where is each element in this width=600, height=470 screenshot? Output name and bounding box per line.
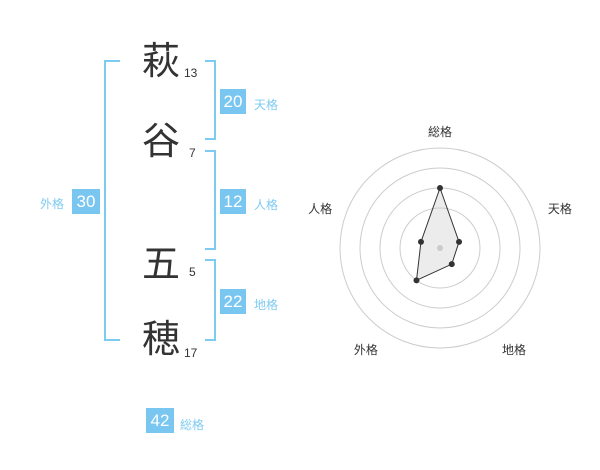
- name-char-4: 穂: [142, 317, 181, 361]
- stroke-count-3: 5: [189, 265, 196, 279]
- chikaku-bracket: [205, 259, 216, 341]
- name-char-2: 谷: [142, 119, 181, 163]
- radar-axis-label-2: 天格: [548, 201, 572, 216]
- radar-ring: [399, 207, 481, 289]
- tenkaku-badge: 20: [220, 89, 246, 114]
- radar-axis-label-3: 地格: [502, 342, 526, 357]
- tenkaku-label: 天格: [254, 98, 279, 112]
- radar-point-5: [417, 238, 424, 245]
- radar-point-4: [413, 277, 420, 284]
- jinkaku-badge: 12: [220, 189, 246, 214]
- radar-axis-label-1: 総格: [428, 124, 452, 139]
- radar-point-3: [448, 261, 455, 268]
- radar-ring: [359, 167, 521, 329]
- chikaku-badge: 22: [220, 289, 246, 314]
- gaikaku-label: 外格: [40, 197, 65, 211]
- gaikaku-bracket: [104, 60, 120, 341]
- radar-axis-label-4: 外格: [354, 342, 378, 357]
- chikaku-label: 地格: [254, 298, 279, 312]
- name-char-1: 萩: [142, 39, 181, 83]
- radar-point-1: [437, 185, 443, 191]
- radar-axis-label-5: 人格: [308, 201, 332, 216]
- stroke-count-2: 7: [189, 146, 196, 160]
- radar-center: [437, 245, 443, 251]
- radar-ring: [339, 147, 541, 349]
- stroke-count-4: 17: [184, 346, 198, 360]
- soukaku-badge: 42: [146, 408, 174, 433]
- jinkaku-bracket: [205, 150, 216, 250]
- stroke-count-1: 13: [184, 66, 198, 80]
- tenkaku-bracket: [205, 60, 216, 140]
- radar-point-2: [456, 238, 463, 245]
- soukaku-label: 総格: [180, 418, 205, 432]
- radar-area: [415, 186, 460, 282]
- gaikaku-badge: 30: [72, 189, 100, 214]
- jinkaku-label: 人格: [254, 198, 279, 212]
- name-char-3: 五: [142, 242, 181, 286]
